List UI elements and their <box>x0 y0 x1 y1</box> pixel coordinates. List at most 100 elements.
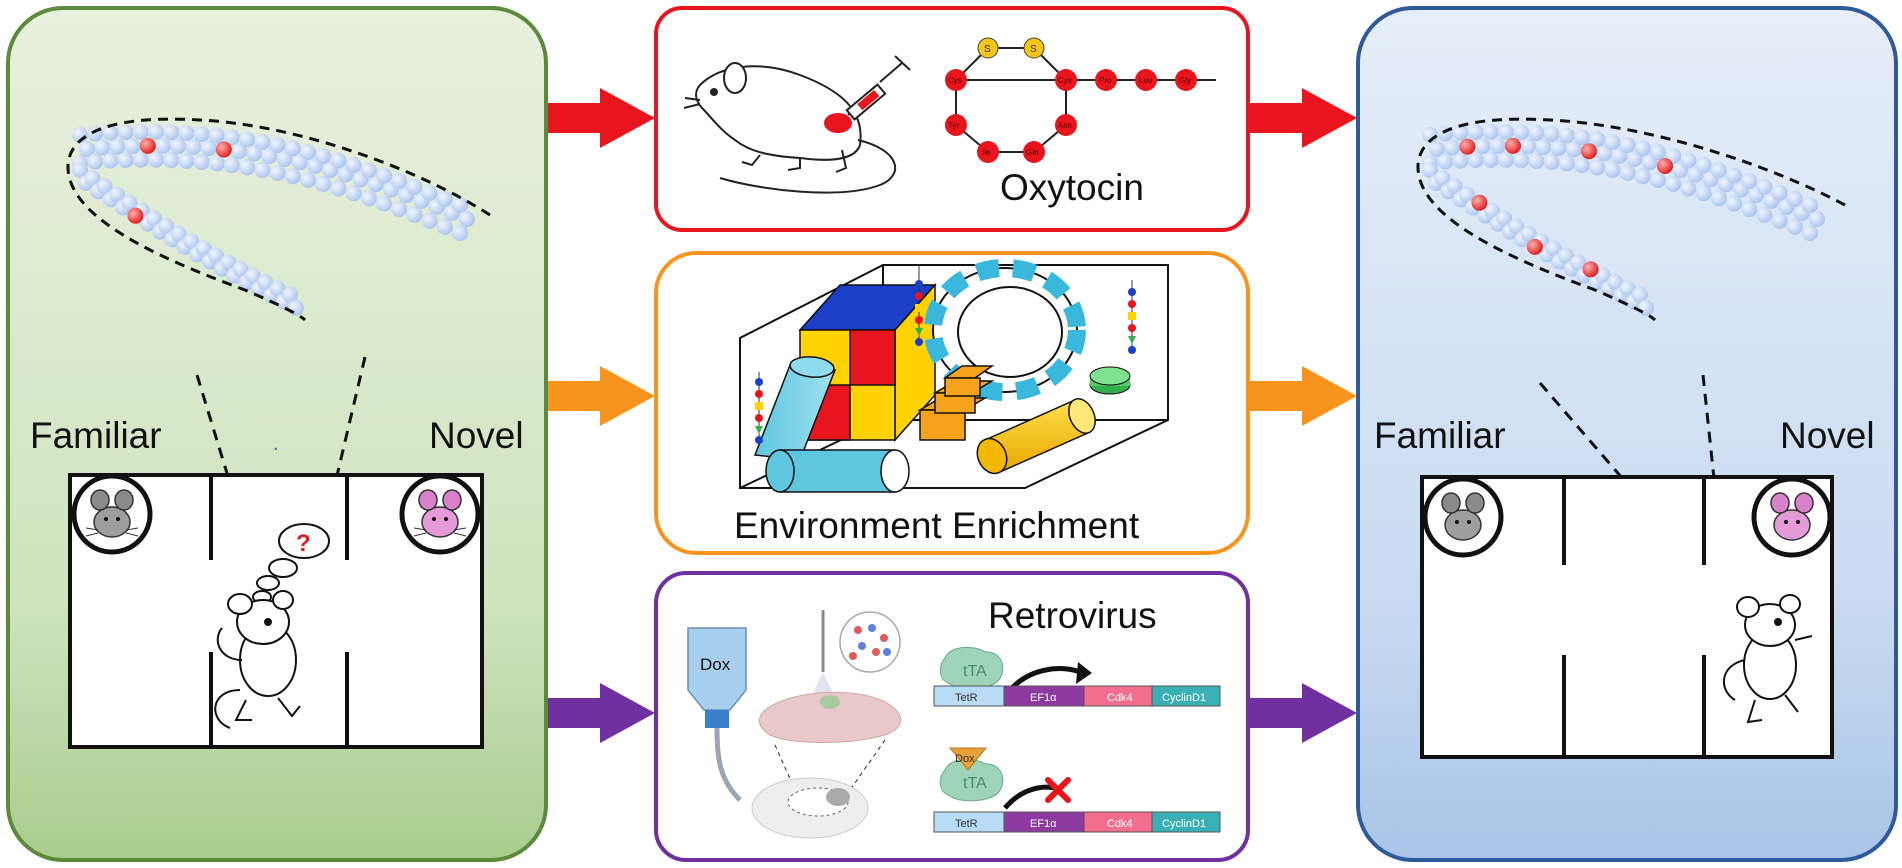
granule-cell <box>1513 152 1530 169</box>
granule-cell <box>246 145 263 162</box>
mouse-icon <box>683 62 897 194</box>
granule-cell <box>1650 172 1666 189</box>
granule-cell <box>183 233 200 250</box>
residue-label: Pro <box>1099 76 1112 85</box>
dentate-gyrus-right <box>1422 123 1825 316</box>
three-chamber-arena-left: ? <box>68 473 484 749</box>
granule-cell <box>269 164 286 181</box>
granule-cell <box>231 143 247 160</box>
granule-cell <box>282 286 298 303</box>
granule-cell <box>200 140 217 157</box>
granule-cell <box>1574 129 1590 146</box>
tube-toy <box>753 356 910 493</box>
granule-cell <box>1741 173 1758 190</box>
granule-cell <box>163 152 180 169</box>
granule-cell <box>1467 124 1484 141</box>
arrows <box>548 88 1357 743</box>
granule-cell <box>1545 240 1562 257</box>
granule-cell <box>1589 159 1606 176</box>
granule-cell <box>1756 178 1773 195</box>
running-wheel <box>924 259 1086 401</box>
granule-cell <box>1543 126 1560 143</box>
gene-label: TetR <box>955 818 978 830</box>
granule-cell <box>1619 164 1636 181</box>
novel-mouse-icon-right <box>1770 492 1814 541</box>
granule-cell <box>406 206 423 223</box>
dentate-gyrus-left <box>72 123 475 316</box>
sulfur-label: S <box>984 44 991 55</box>
granule-cell <box>1550 140 1567 157</box>
three-chamber-arena-right <box>1420 475 1834 759</box>
newborn-neuron <box>1657 158 1673 175</box>
granule-cell <box>288 299 304 316</box>
granule-cell <box>1520 225 1537 242</box>
residue-label: Asn <box>1058 121 1072 130</box>
residue-label: Leu <box>1139 76 1152 85</box>
granule-cell <box>452 224 468 241</box>
granule-cell <box>1570 254 1587 271</box>
dox-bottle-label: Dox <box>700 655 731 674</box>
familiar-mouse-icon <box>85 489 139 538</box>
newborn-neuron <box>1526 238 1543 255</box>
granule-cell <box>1619 280 1636 297</box>
sulfur-label: S <box>1030 44 1037 55</box>
granule-cell <box>1756 206 1773 223</box>
granule-cell <box>315 176 332 193</box>
oxytocin-title: Oxytocin <box>1000 167 1144 208</box>
granule-cell <box>360 162 377 179</box>
novel-mouse-icon <box>413 489 467 538</box>
view-line-left-1 <box>195 374 257 566</box>
granule-cell <box>1557 247 1574 264</box>
construct-off: tTA Dox TetR EF1α Cdk4 CyclinD1 <box>933 747 1221 833</box>
granule-cell <box>1489 137 1506 154</box>
label-novel-right: Novel <box>1780 415 1875 456</box>
granule-cell <box>1565 141 1582 158</box>
granule-cell <box>1695 157 1712 174</box>
tta-label: tTA <box>963 775 987 792</box>
granule-cell <box>330 180 347 197</box>
newborn-neuron <box>139 137 156 154</box>
cross-icon <box>1045 777 1071 803</box>
granule-cell <box>1596 145 1613 162</box>
granule-cell <box>1594 267 1611 284</box>
granule-cell <box>1607 274 1624 291</box>
granule-layer-outline-right <box>1416 117 1846 322</box>
granule-cell <box>1482 123 1499 140</box>
label-novel-left: Novel <box>429 415 524 456</box>
granule-cell <box>1710 162 1727 179</box>
granule-cell <box>1726 195 1742 212</box>
granule-cell <box>391 201 408 218</box>
granule-cell <box>1558 127 1575 144</box>
granule-cell <box>452 196 468 213</box>
granule-layer-outline-left <box>66 117 491 322</box>
granule-cell <box>1619 136 1636 153</box>
left-panel: Familiar Novel . <box>6 6 548 862</box>
granule-cell <box>1680 152 1697 169</box>
granule-cell <box>1535 138 1552 155</box>
granule-cell <box>220 254 237 271</box>
virus-injector <box>812 610 901 695</box>
label-familiar-left: Familiar <box>30 415 162 456</box>
granule-cell <box>345 185 362 202</box>
stray-dot: . <box>273 433 279 455</box>
granule-cell <box>117 152 134 169</box>
granule-cell <box>1498 123 1514 140</box>
granule-cell <box>87 153 104 170</box>
granule-cell <box>421 212 438 229</box>
gene-label: Cdk4 <box>1107 818 1133 830</box>
tta-label: tTA <box>963 663 987 680</box>
granule-cell <box>208 155 225 172</box>
granule-cell <box>1710 190 1727 207</box>
granule-cell <box>178 152 195 169</box>
arrow-right-icon <box>548 88 655 148</box>
granule-cell <box>1498 151 1514 168</box>
granule-cell <box>1634 168 1651 185</box>
granule-cell <box>102 152 119 169</box>
granule-cell <box>1786 190 1803 207</box>
granule-cell <box>148 151 164 168</box>
bead-strand <box>755 372 763 444</box>
granule-cell <box>1726 167 1742 184</box>
granule-cell <box>1604 133 1621 150</box>
gene-label: CyclinD1 <box>1162 692 1206 704</box>
granule-cell <box>193 154 210 171</box>
